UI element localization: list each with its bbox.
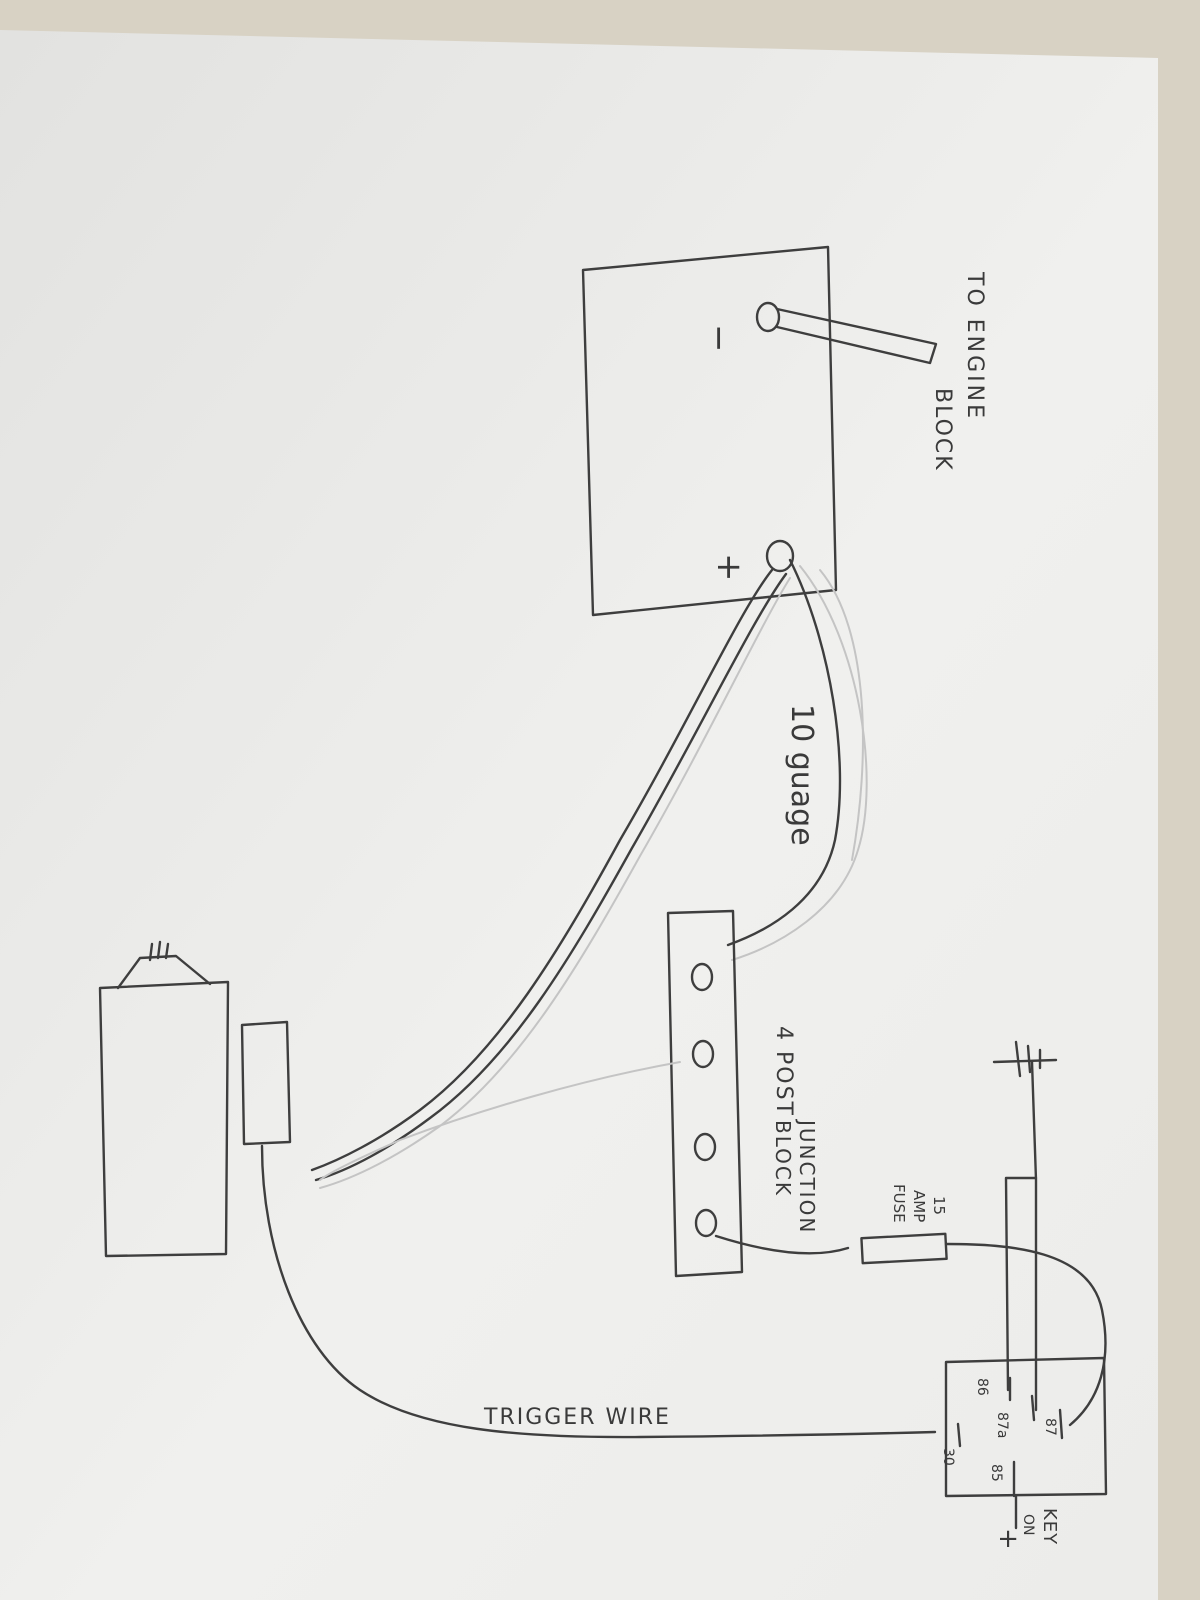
- ten-gauge-wire: [726, 558, 842, 947]
- junction-post-1: [690, 962, 714, 992]
- trigger-wire: [260, 1144, 937, 1439]
- label-fuse-15: 15: [930, 1196, 948, 1215]
- relay: [944, 1356, 1108, 1530]
- battery-positive-terminal: [765, 539, 795, 573]
- label-junction: JUNCTION: [795, 1118, 819, 1234]
- battery: [581, 245, 938, 617]
- relay-87-wire: [944, 1242, 1107, 1427]
- label-fuse-word: FUSE: [890, 1184, 908, 1223]
- battery-minus-label: −: [699, 324, 739, 353]
- fuse-15-amp: [860, 1232, 948, 1265]
- label-to-engine: TO ENGINE: [962, 271, 987, 421]
- relay-pin-87: 87: [1042, 1418, 1058, 1436]
- fuse-feed-wire: [714, 1234, 850, 1255]
- paper-sheet: [0, 30, 1158, 1600]
- junction-post-2: [691, 1039, 715, 1069]
- label-key: KEY: [1039, 1508, 1060, 1545]
- key-plus-label: +: [993, 1528, 1023, 1550]
- junction-post-4: [694, 1208, 718, 1238]
- starter-motor: [98, 940, 292, 1258]
- starter-solenoid: [240, 1020, 292, 1146]
- battery-plus-label: +: [709, 553, 749, 582]
- battery-negative-terminal: [755, 301, 781, 333]
- relay-pin-87a: 87a: [994, 1412, 1010, 1438]
- battery-cable: [310, 568, 774, 1172]
- relay-pin-30: 30: [940, 1448, 956, 1466]
- label-block-engine: BLOCK: [930, 388, 955, 472]
- label-10-gauge: 10 guage: [784, 704, 819, 846]
- label-fuse-amp: AMP: [910, 1190, 928, 1222]
- label-junction-block: BLOCK: [771, 1120, 795, 1197]
- label-trigger-wire: TRIGGER WIRE: [483, 1405, 671, 1430]
- label-4-post: 4 POST: [771, 1026, 796, 1117]
- junction-block: [666, 909, 744, 1278]
- ground-symbol: [992, 1040, 1058, 1412]
- label-on: ON: [1020, 1514, 1036, 1536]
- junction-post-3: [693, 1132, 717, 1162]
- relay-pin-85: 85: [988, 1464, 1004, 1482]
- relay-pin-86: 86: [974, 1378, 990, 1396]
